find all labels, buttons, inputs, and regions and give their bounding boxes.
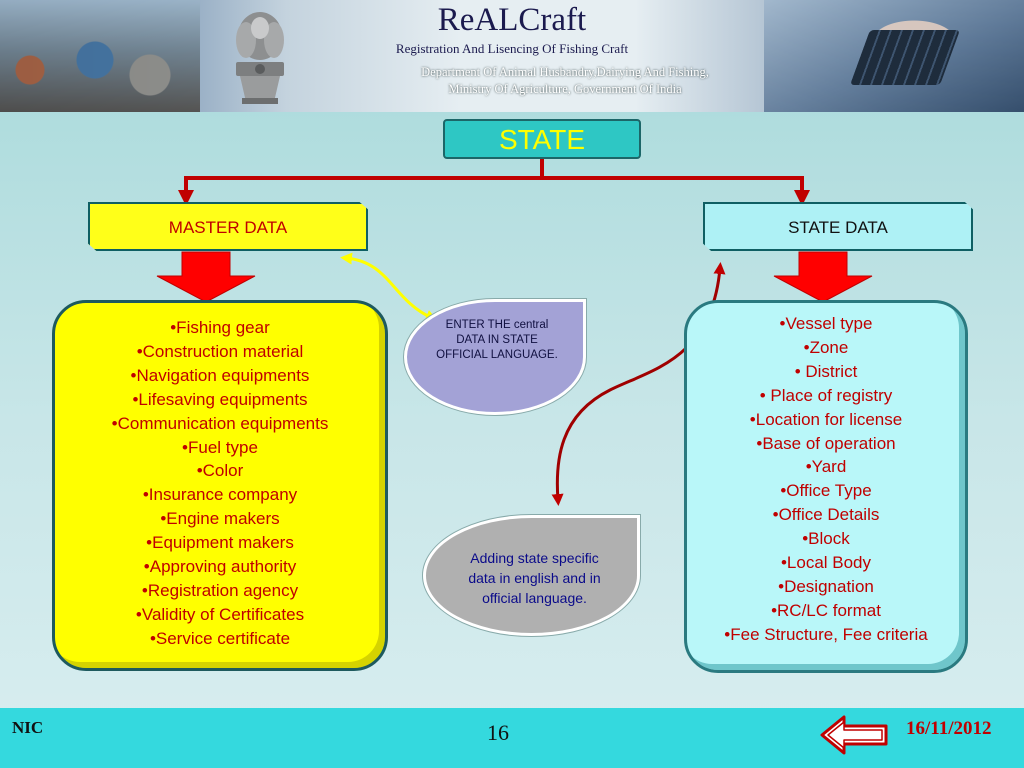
list-item: •Zone bbox=[803, 337, 849, 357]
page-number: 16 bbox=[487, 720, 509, 745]
list-item: •Office Details bbox=[772, 505, 880, 525]
list-item: •RC/LC format bbox=[771, 600, 881, 620]
list-item: •Engine makers bbox=[160, 509, 280, 529]
list-item: •Local Body bbox=[780, 553, 872, 573]
app-subtitle: Registration And Lisencing Of Fishing Cr… bbox=[395, 41, 629, 56]
list-item: • District bbox=[794, 361, 858, 381]
enter-data-note: ENTER THE central DATA IN STATE OFFICIAL… bbox=[404, 299, 586, 415]
slide-date: 16/11/2012 bbox=[906, 718, 992, 739]
master-data-label: MASTER DATA bbox=[88, 202, 368, 251]
list-item: •Lifesaving equipments bbox=[132, 389, 308, 409]
adding-data-note: Adding state specific data in english an… bbox=[423, 515, 640, 636]
list-item: •Fuel type bbox=[182, 437, 258, 457]
list-item: •Equipment makers bbox=[146, 533, 294, 553]
list-item: •Location for license bbox=[749, 409, 903, 429]
state-down-arrow bbox=[773, 251, 873, 303]
master-down-arrow bbox=[156, 251, 256, 303]
left-arrow-icon[interactable] bbox=[820, 715, 888, 755]
list-item: •Block bbox=[802, 529, 850, 549]
list-item: •Insurance company bbox=[142, 485, 298, 505]
footer-org: NIC bbox=[12, 718, 44, 737]
list-item: •Communication equipments bbox=[111, 413, 329, 433]
list-item: •Fee Structure, Fee criteria bbox=[724, 624, 928, 644]
master-data-panel: •Fishing gear •Construction material •Na… bbox=[52, 300, 388, 671]
list-item: •Base of operation bbox=[756, 433, 896, 453]
master-data-list: •Fishing gear •Construction material •Na… bbox=[55, 316, 385, 651]
list-item: •Office Type bbox=[780, 481, 872, 501]
list-item: •Approving authority bbox=[143, 557, 297, 577]
app-title: ReALCraft bbox=[437, 2, 587, 38]
list-item: •Validity of Certificates bbox=[135, 604, 305, 624]
list-item: •Color bbox=[196, 461, 244, 481]
state-title-box: STATE bbox=[443, 119, 641, 159]
list-item: •Service certificate bbox=[149, 628, 291, 648]
list-item: •Vessel type bbox=[779, 314, 873, 333]
list-item: •Navigation equipments bbox=[130, 365, 310, 385]
list-item: •Designation bbox=[778, 576, 874, 596]
department-line-1: Department Of Animal Husbandry,Dairying … bbox=[421, 65, 709, 79]
list-item: •Yard bbox=[805, 457, 847, 477]
state-data-list: •Vessel type •Zone • District • Place of… bbox=[687, 312, 965, 647]
list-item: •Registration agency bbox=[141, 580, 299, 600]
footer-bar: NIC 16 16/11/2012 bbox=[0, 708, 1024, 768]
fishermen-photo bbox=[0, 0, 200, 112]
list-item: • Place of registry bbox=[759, 385, 893, 405]
department-line-2: Ministry Of Agriculture, Government Of I… bbox=[448, 82, 682, 96]
header-banner: ReALCraft Registration And Lisencing Of … bbox=[0, 0, 1024, 112]
list-item: •Fishing gear bbox=[170, 318, 270, 337]
state-data-label: STATE DATA bbox=[703, 202, 973, 251]
national-emblem-icon bbox=[236, 12, 284, 104]
state-split-connector bbox=[178, 176, 810, 206]
list-item: •Construction material bbox=[136, 341, 304, 361]
state-data-panel: •Vessel type •Zone • District • Place of… bbox=[684, 300, 968, 673]
